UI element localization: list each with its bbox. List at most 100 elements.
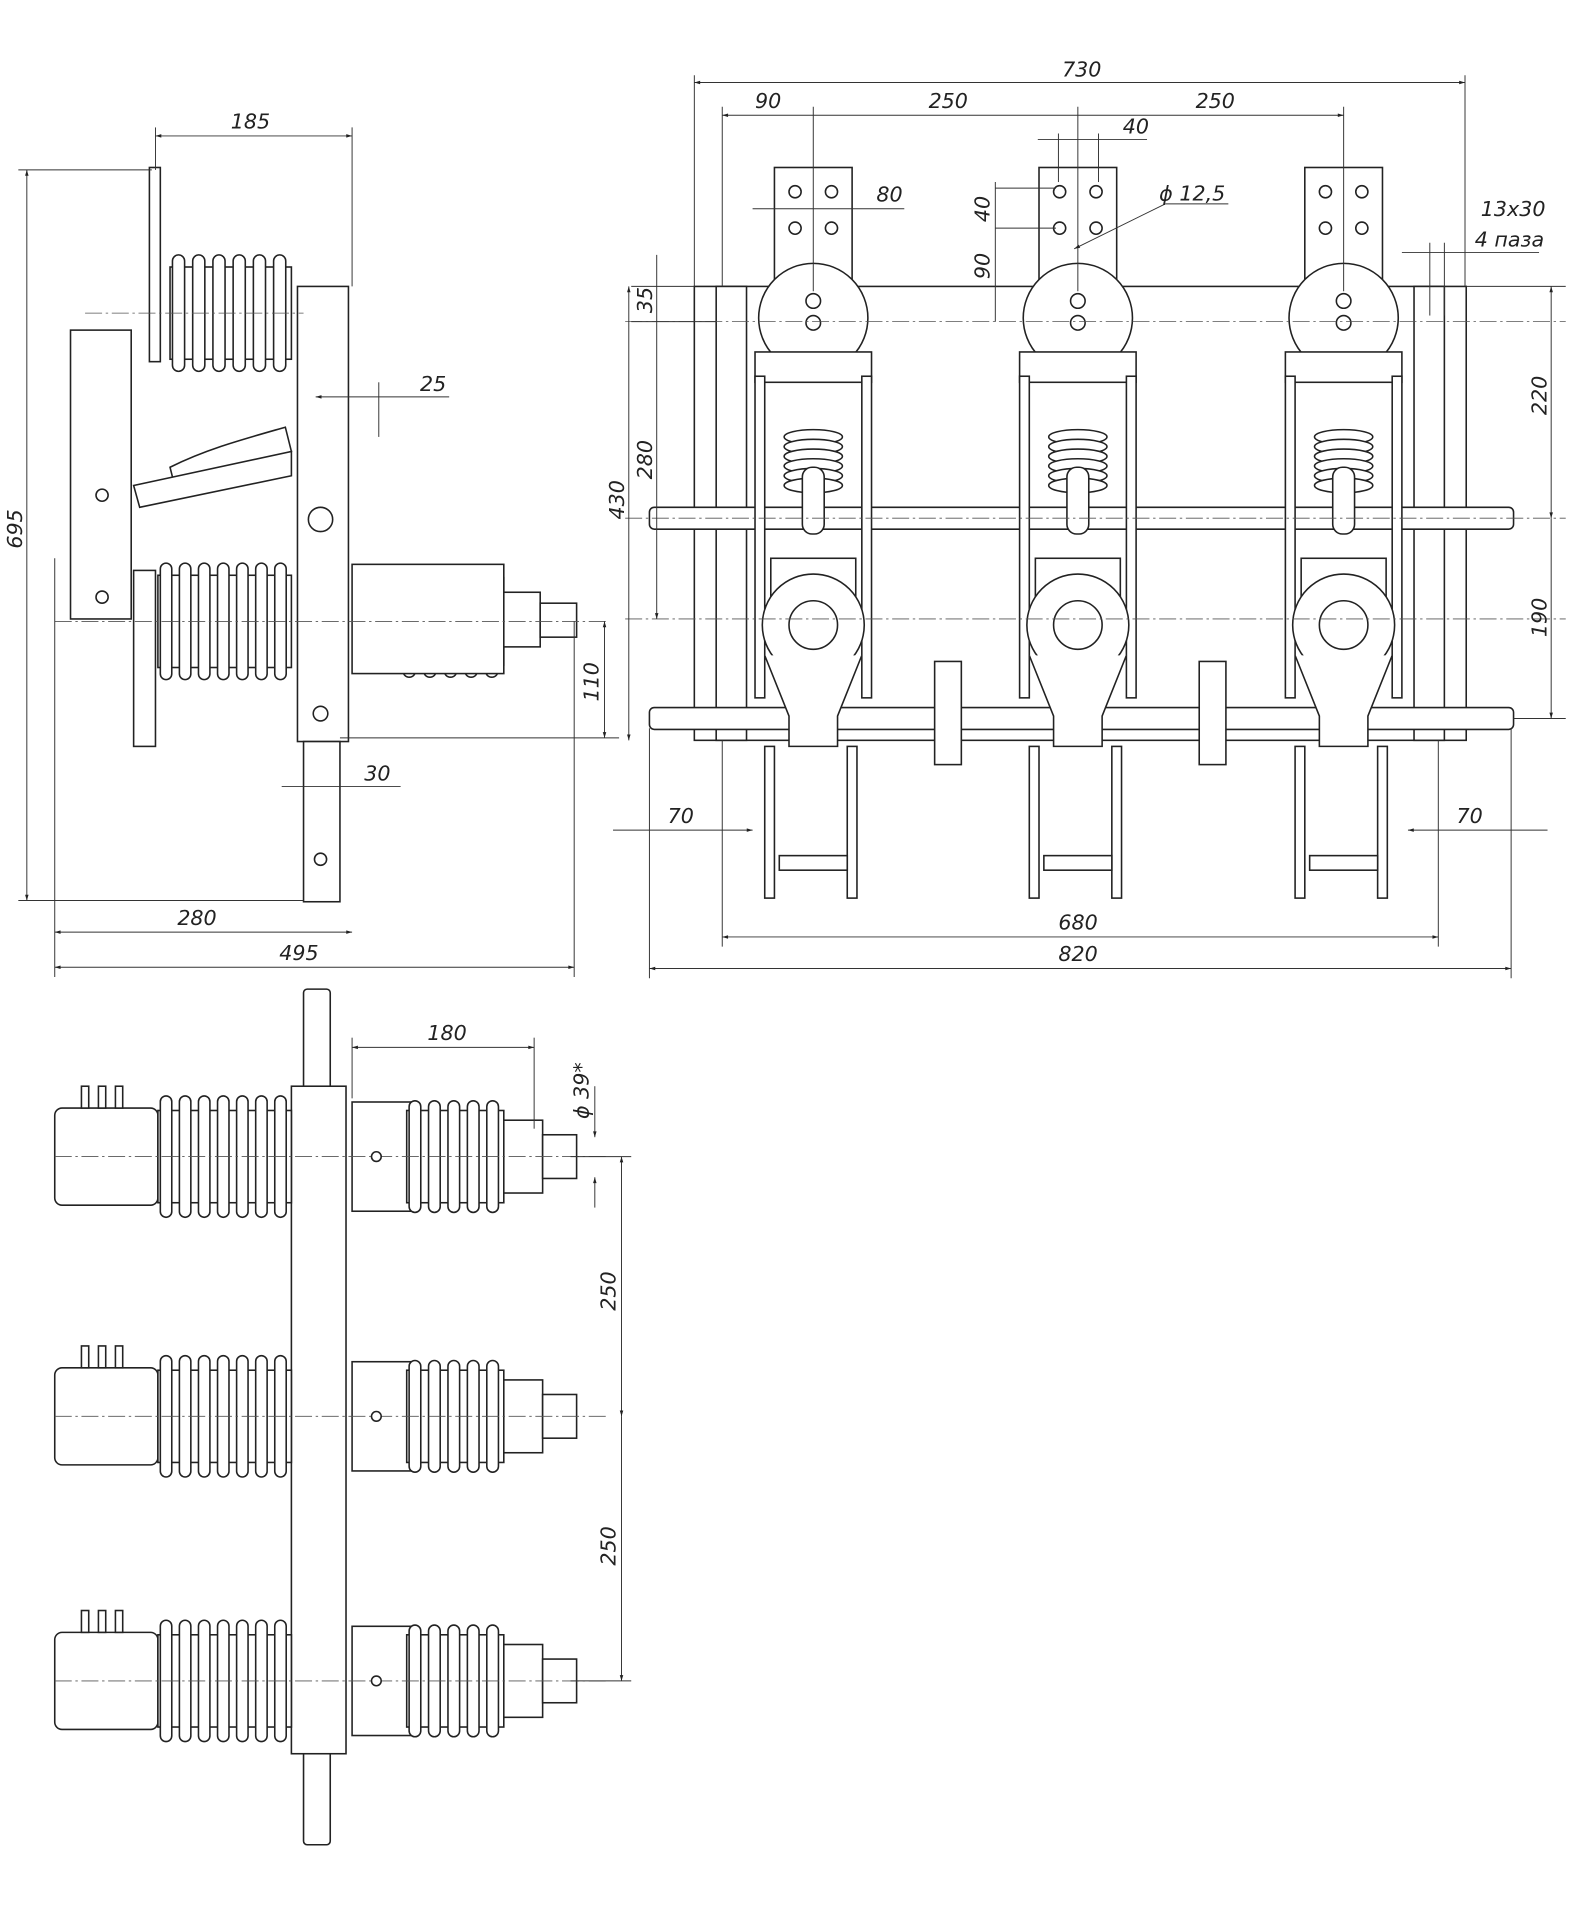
dim-diameter-39: ϕ 39* — [570, 1062, 594, 1119]
side-view — [54, 166, 607, 903]
terminal — [80, 1609, 90, 1634]
dim-35: 35 — [633, 287, 657, 313]
stop-block — [933, 660, 963, 766]
dim-hole-diameter: ϕ 12,5 — [1159, 181, 1225, 205]
pole — [53, 1345, 607, 1478]
front-view-dimensions: 730 90 250 250 40 ϕ 12,5 80 40 90 13x30 … — [605, 57, 1566, 979]
pad-hole — [1089, 184, 1103, 199]
terminal — [114, 1085, 124, 1109]
pad-hole — [788, 184, 802, 199]
dim-30: 30 — [364, 761, 390, 785]
dim-70-left: 70 — [668, 804, 694, 828]
pole — [1284, 166, 1403, 899]
contact-body — [351, 563, 505, 675]
pad-hole — [824, 221, 839, 236]
terminal — [114, 1609, 124, 1634]
frame-leg — [302, 740, 341, 903]
dim-185: 185 — [231, 110, 270, 134]
ground-bar — [778, 854, 849, 871]
blade-hinge — [763, 655, 863, 748]
dim-110: 110 — [579, 662, 603, 701]
dim-430: 430 — [605, 480, 629, 519]
terminal — [97, 1345, 107, 1369]
bolt — [805, 314, 822, 331]
clamp — [754, 351, 873, 384]
dim-495: 495 — [279, 941, 318, 965]
poles — [754, 166, 1403, 899]
side-view-dimensions: 185 695 25 110 30 280 495 — [3, 110, 620, 977]
blade — [1125, 375, 1137, 699]
dim-25: 25 — [420, 372, 446, 396]
ground-bar — [1308, 854, 1379, 871]
dim-820: 820 — [1058, 942, 1097, 966]
pad-hole — [1318, 221, 1333, 236]
drive-lever — [69, 329, 132, 620]
front-view — [625, 166, 1566, 899]
dim-220: 220 — [1527, 376, 1551, 415]
pad-hole — [1354, 184, 1369, 199]
dim-730: 730 — [1062, 57, 1101, 81]
blade — [1018, 375, 1031, 699]
dim-250-b: 250 — [1196, 89, 1235, 113]
blade-hinge — [1028, 655, 1128, 748]
pivot — [307, 506, 334, 533]
roller — [1331, 466, 1356, 535]
lever-plate — [132, 569, 157, 748]
dim-40-horizontal: 40 — [1123, 115, 1149, 139]
pad-hole — [788, 221, 802, 236]
frame-beam — [290, 1085, 347, 1755]
blade — [754, 375, 766, 699]
bolt — [1069, 292, 1086, 310]
ground-blade — [763, 745, 776, 899]
bolt — [370, 1410, 383, 1422]
pole — [53, 1609, 607, 1743]
dim-280-vertical: 280 — [633, 440, 657, 479]
contact-hole — [788, 599, 839, 651]
roller — [801, 466, 825, 535]
bolt — [313, 852, 328, 867]
ground-blade — [846, 745, 858, 899]
dim-250-a: 250 — [929, 89, 968, 113]
bolt — [95, 488, 109, 503]
pad-hole — [1318, 184, 1333, 199]
pole — [53, 1085, 607, 1219]
dim-90-vertical: 90 — [970, 253, 994, 279]
terminal — [80, 1345, 90, 1369]
blade-hinge — [1294, 655, 1393, 748]
bolt — [1335, 314, 1352, 331]
dim-695: 695 — [3, 509, 27, 548]
dim-90: 90 — [755, 89, 781, 113]
terminal — [80, 1085, 90, 1109]
blade — [1284, 375, 1296, 699]
blade — [861, 375, 873, 699]
rod — [132, 450, 293, 509]
pad-hole — [824, 184, 839, 199]
contact-nut — [503, 591, 541, 648]
slot-size-label: 13x30 — [1481, 197, 1546, 221]
pad-hole — [1052, 184, 1067, 199]
contact-hole — [1318, 599, 1369, 651]
roller — [1066, 466, 1090, 535]
slot-count-label: 4 паза — [1475, 227, 1544, 251]
dim-180: 180 — [427, 1021, 466, 1045]
dim-250-upper: 250 — [596, 1271, 620, 1310]
dim-70-right: 70 — [1457, 804, 1483, 828]
ground-bar — [1043, 854, 1113, 871]
blade — [1391, 375, 1403, 699]
dim-280: 280 — [177, 906, 216, 930]
bolt — [95, 590, 109, 604]
top-view — [53, 988, 607, 1846]
ground-blade — [1294, 745, 1306, 899]
dim-680: 680 — [1058, 911, 1097, 935]
terminal — [114, 1345, 124, 1369]
bolt — [805, 292, 822, 310]
top-bracket — [148, 166, 162, 363]
ground-blade — [1376, 745, 1389, 899]
clamp — [1284, 351, 1403, 384]
ground-blade — [1028, 745, 1040, 899]
terminal — [97, 1085, 107, 1109]
bolt — [1069, 314, 1086, 331]
bolt — [370, 1675, 383, 1687]
bolt — [1335, 292, 1352, 310]
